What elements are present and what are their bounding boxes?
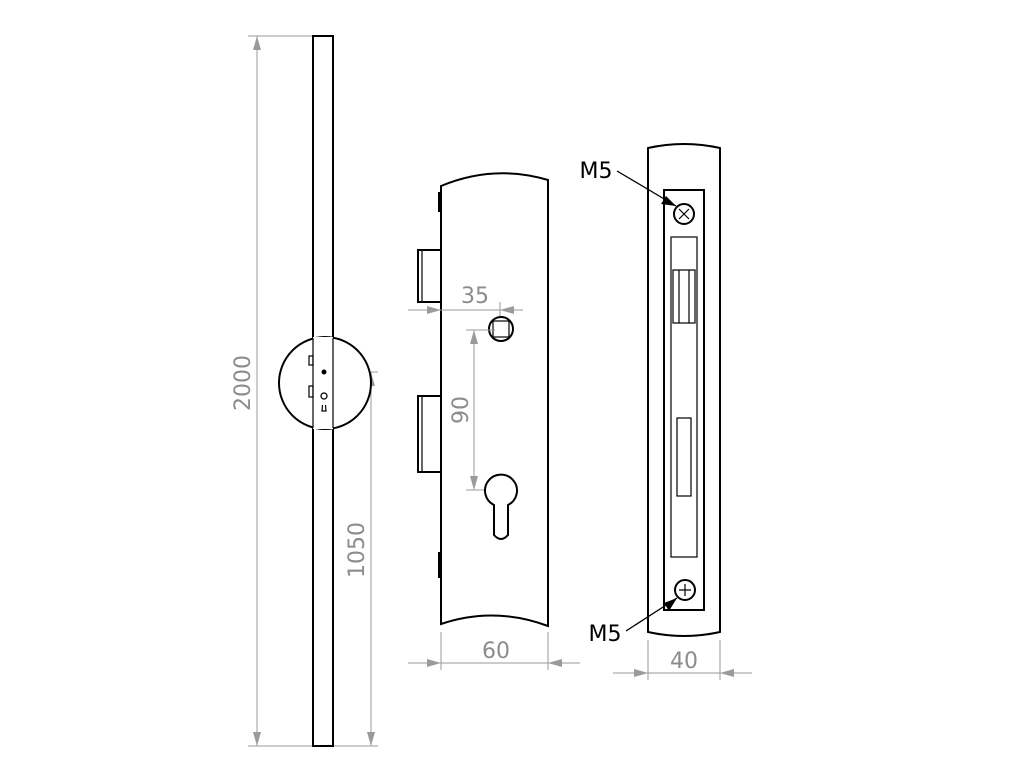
callout-screw-bottom: M5 — [589, 622, 622, 647]
dim-faceplate-width-label: 60 — [482, 639, 510, 664]
screw-top-icon — [673, 203, 695, 225]
spindle-square — [492, 320, 510, 338]
dim-total-height-label: 2000 — [231, 355, 256, 411]
dim-handle-height-label: 1050 — [345, 522, 370, 578]
latch-window — [672, 269, 696, 324]
lock-side-view: M5 M5 40 — [580, 143, 752, 680]
screw-bottom-icon — [674, 579, 696, 601]
dim-lock-depth-label: 40 — [670, 649, 698, 674]
keyhole-mark — [320, 392, 328, 412]
dead-bolt — [417, 395, 440, 473]
door-profile-view: 2000 1050 — [231, 35, 378, 747]
latch-bolt — [417, 249, 440, 303]
latch-slot — [670, 236, 698, 558]
spindle-hole — [488, 316, 514, 342]
bolt-window — [676, 417, 692, 497]
lock-front-view: 35 90 60 — [408, 172, 580, 670]
lock-faceplate — [440, 172, 549, 628]
door-leaf-in-circle — [313, 337, 333, 429]
callout-screw-top: M5 — [580, 159, 613, 184]
bolt-mark — [308, 385, 314, 398]
dim-center-distance-label: 90 — [449, 396, 474, 424]
dim-backset-label: 35 — [461, 284, 489, 309]
spindle-mark — [321, 369, 327, 375]
forend-plate — [663, 189, 705, 611]
latch-mark — [308, 355, 314, 366]
cylinder-cutout — [484, 473, 518, 540]
